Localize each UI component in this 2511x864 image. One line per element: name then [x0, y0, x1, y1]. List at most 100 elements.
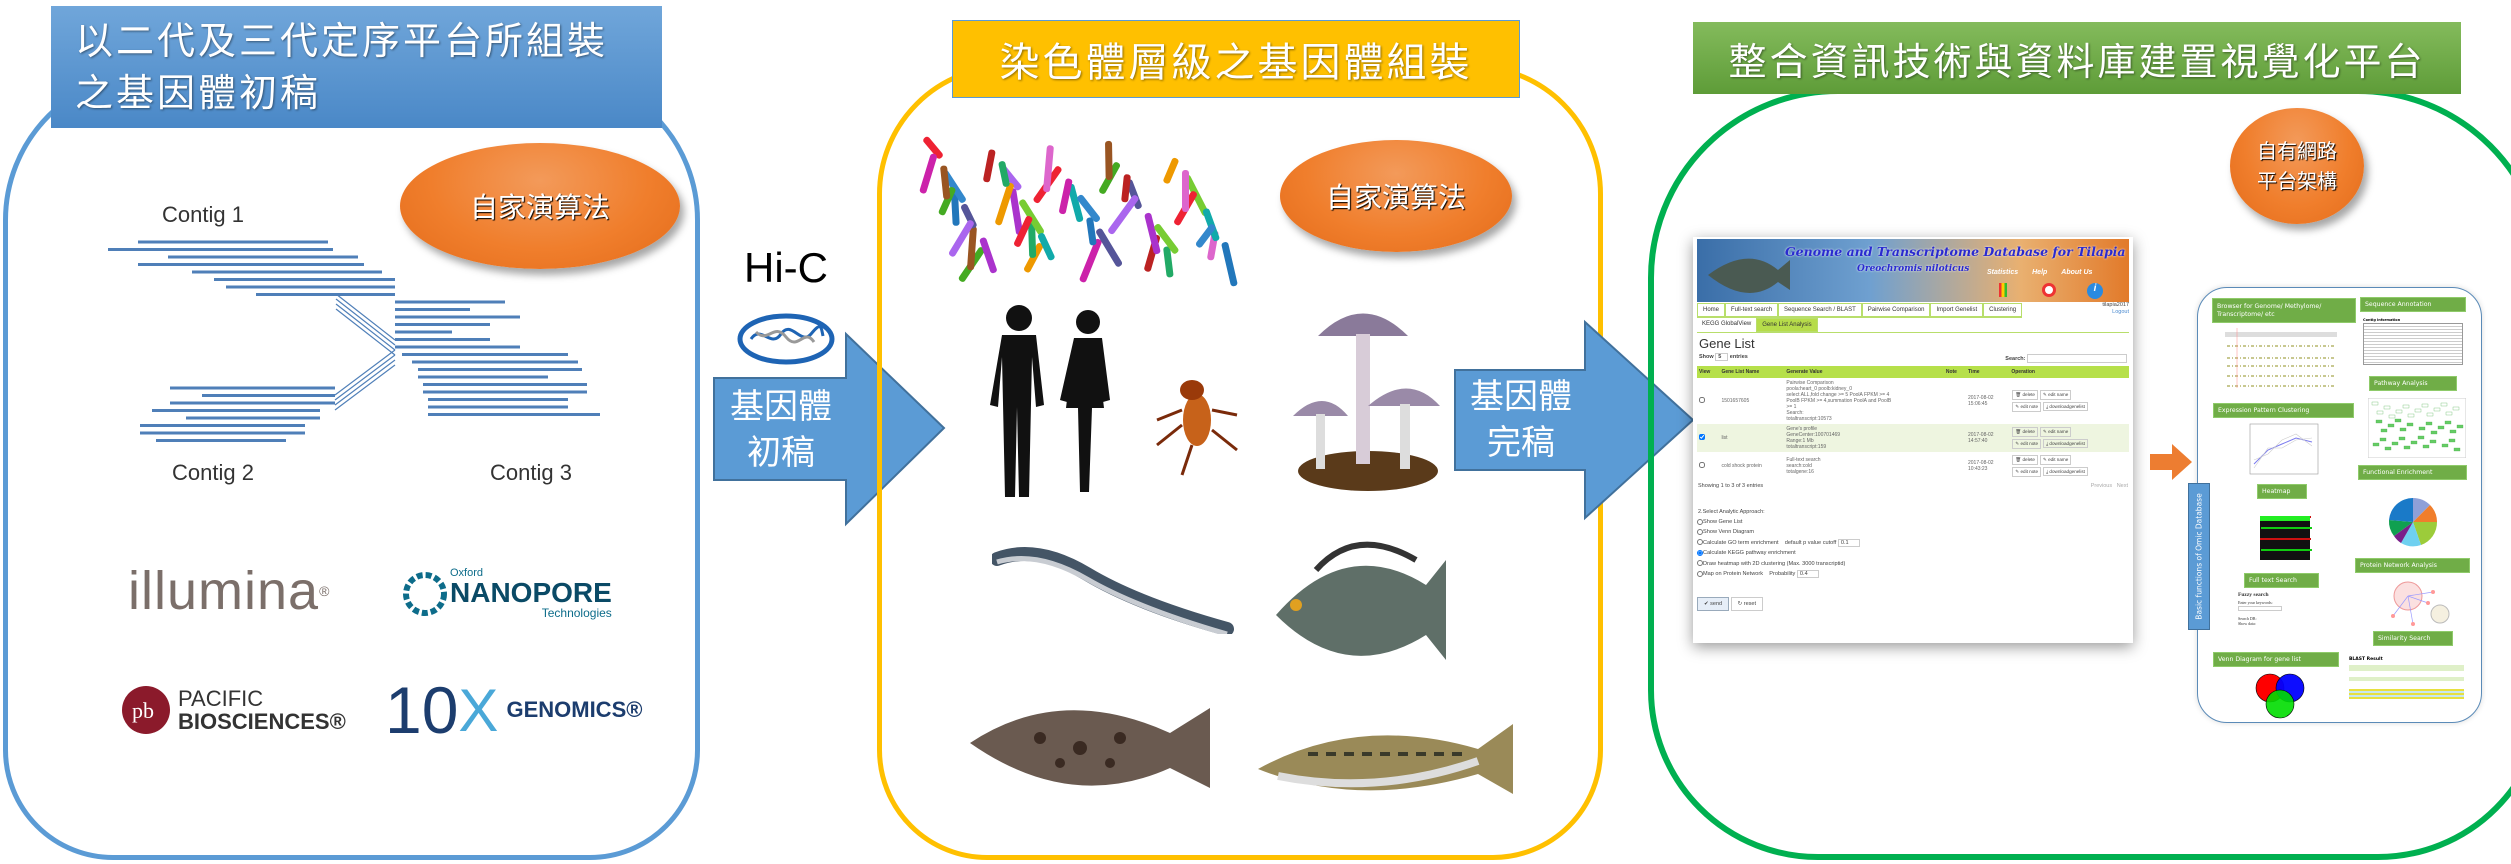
chromosome	[1121, 174, 1131, 203]
chromosome	[1014, 215, 1033, 247]
value-line: poola:heart_0 poolb:kidney_0	[1786, 386, 1852, 392]
previous-button[interactable]: Previous	[2090, 483, 2113, 489]
arrow-draft-genome	[713, 331, 946, 527]
expression-clustering-chart	[2249, 423, 2319, 475]
edit-note-button[interactable]: ✎ edit note	[2012, 402, 2042, 412]
gene-list-heading: Gene List	[1699, 336, 1755, 351]
chromosome	[1163, 246, 1174, 278]
chromosome	[1108, 195, 1139, 235]
approach-option[interactable]: Show Venn Diagram	[1697, 527, 2129, 537]
edit-name-button[interactable]: ✎ edit name	[2039, 455, 2072, 465]
approach-option[interactable]: Calculate GO term enrichment default p v…	[1697, 538, 2129, 548]
algorithm-badge-2: 自家演算法	[1280, 140, 1512, 252]
info-icon[interactable]: i	[2087, 283, 2103, 299]
chromosome	[938, 186, 956, 216]
row-view-checkbox[interactable]	[1699, 434, 1705, 440]
reset-button[interactable]: ↻ reset	[1730, 597, 1763, 612]
approach-option[interactable]: Draw heatmap with 2D clustering (Max. 30…	[1697, 559, 2129, 569]
nav-import-genelist[interactable]: Import Genelist	[1930, 303, 1984, 317]
keywords-input[interactable]	[2238, 606, 2282, 611]
vertical-label-text: Basic functions of Omic Database	[2194, 493, 2204, 620]
delete-button[interactable]: 🗑 delete	[2012, 455, 2038, 465]
option-select[interactable]: 0.1	[1837, 538, 1860, 547]
chromosome	[998, 161, 1010, 187]
nav-sequence-search[interactable]: Sequence Search / BLAST	[1778, 303, 1862, 317]
approach-option[interactable]: Map on Protein Network Probability 0.4	[1697, 569, 2129, 579]
value-line: Search:	[1786, 410, 1804, 416]
banner-about-link[interactable]: About Us	[2061, 269, 2093, 276]
database-screenshot: Genome and Transcriptome Database for Ti…	[1693, 237, 2133, 643]
arrow2-line1: 基因體	[1470, 377, 1572, 417]
statistics-icon[interactable]	[1999, 283, 2007, 297]
panel1-title-line1: 以二代及三代定序平台所組裝	[75, 19, 609, 63]
edit-name-button[interactable]: ✎ edit name	[2039, 390, 2072, 400]
column-header[interactable]: Note	[1943, 366, 1966, 378]
pacbio-icon: pb	[122, 686, 170, 734]
chromosome	[919, 153, 937, 194]
label-functional-enrichment: Functional Enrichment	[2358, 465, 2467, 480]
nav-kegg-globalview[interactable]: KEGG GlobalView	[1702, 321, 1752, 327]
value-line: Range:1 Mb	[1786, 438, 1814, 444]
read-line	[334, 349, 396, 396]
label-full-text-search: Full text Search	[2244, 573, 2319, 588]
row-view-checkbox[interactable]	[1699, 397, 1705, 403]
send-button[interactable]: ✔ send	[1697, 597, 1730, 612]
row-view-checkbox[interactable]	[1699, 462, 1705, 468]
approach-label: 2.Select Analytic Approach:	[1698, 509, 1765, 515]
nav-gene-list-analysis[interactable]: Gene List Analysis	[1756, 318, 1818, 332]
help-icon[interactable]	[2042, 283, 2056, 297]
edit-note-button[interactable]: ✎ edit note	[2012, 467, 2042, 477]
svg-text:pb: pb	[132, 698, 154, 723]
edit-name-button[interactable]: ✎ edit name	[2039, 427, 2072, 437]
read-line	[335, 303, 396, 351]
column-header[interactable]: Gene List Name	[1719, 366, 1785, 378]
tilapia-banner-icon	[1708, 258, 1790, 293]
hi-c-label: Hi-C	[744, 244, 828, 291]
arrow-final-genome	[1454, 319, 1695, 521]
column-header[interactable]: Generate Value	[1784, 366, 1944, 378]
chromosome	[949, 220, 974, 257]
column-header[interactable]: View	[1697, 366, 1720, 378]
logout-link[interactable]: Logout	[2112, 309, 2129, 315]
value-line: totalgene:16	[1786, 469, 1814, 475]
sub-nav: KEGG GlobalView Gene List Analysis	[1697, 318, 2129, 333]
blast-result-title: BLAST Result	[2349, 657, 2383, 662]
read-line	[334, 359, 396, 406]
download-genelist-button[interactable]: ⤓ downloadgenelist	[2043, 467, 2088, 476]
database-banner: Genome and Transcriptome Database for Ti…	[1697, 239, 2129, 302]
nav-home[interactable]: Home	[1697, 303, 1726, 317]
column-header[interactable]: Operation	[2009, 366, 2129, 378]
value-line: select ALL,fold change >= 5 PoolA FPKM >…	[1786, 392, 1890, 398]
chromosome	[1096, 228, 1123, 267]
download-genelist-button[interactable]: ⤓ downloadgenelist	[2043, 439, 2088, 448]
option-select[interactable]: 0.4	[1796, 570, 1819, 579]
search-db-label: Search DB:	[2238, 616, 2257, 621]
nav-full-text-search[interactable]: Full-text search	[1725, 303, 1779, 317]
approach-option[interactable]: Calculate KEGG pathway enrichment	[1697, 548, 2129, 558]
entries-select[interactable]: 5	[1715, 353, 1729, 361]
search-label: Search:	[2005, 355, 2026, 362]
entries-label: entries	[1729, 354, 1748, 360]
download-genelist-button[interactable]: ⤓ downloadgenelist	[2043, 402, 2088, 411]
network-badge-line2: 平台架構	[2257, 169, 2337, 193]
chromosome	[1019, 199, 1044, 235]
value-line: >= 1	[1786, 404, 1797, 410]
next-button[interactable]: Next	[2116, 483, 2128, 489]
approach-option[interactable]: Show Gene List	[1697, 517, 2129, 527]
nav-clustering[interactable]: Clustering	[1983, 303, 2023, 317]
contig-assembly-diagram: Contig 1 Contig 2 Contig 3	[108, 202, 600, 485]
banner-statistics-link[interactable]: Statistics	[1987, 269, 2019, 276]
banner-help-link[interactable]: Help	[2032, 269, 2048, 276]
edit-note-button[interactable]: ✎ edit note	[2012, 439, 2042, 449]
delete-button[interactable]: 🗑 delete	[2012, 390, 2038, 400]
delete-button[interactable]: 🗑 delete	[2012, 427, 2038, 437]
arrow-draft-genome-label: 基因體 初稿	[716, 384, 846, 476]
search-input[interactable]	[2027, 354, 2127, 363]
column-header[interactable]: Time	[1966, 366, 2010, 378]
username: tilapia2017	[2102, 302, 2129, 308]
hi-c-icon	[737, 313, 835, 365]
value-line: Gene's profile	[1786, 426, 1818, 432]
contig-3-label: Contig 3	[490, 460, 572, 485]
nav-pairwise-comparison[interactable]: Pairwise Comparison	[1861, 303, 1931, 317]
